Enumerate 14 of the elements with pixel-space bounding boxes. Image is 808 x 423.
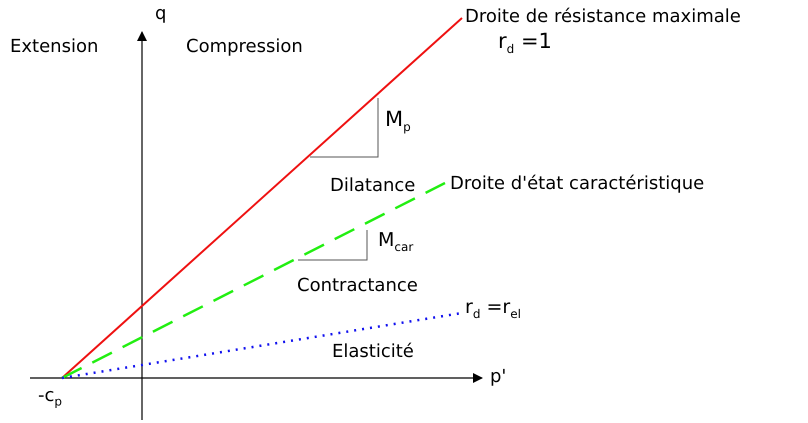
region-label: Contractance	[297, 276, 418, 296]
slope-label: M$_{p}$	[385, 108, 411, 134]
axis-label: q	[155, 4, 166, 24]
line-label: Droite de résistance maximale	[465, 7, 741, 27]
region-label: Dilatance	[330, 176, 416, 196]
region-label: Elasticité	[332, 342, 414, 362]
slope-label: M$_{car}$	[378, 230, 414, 254]
ratio-label: r$_{d}$ =1	[498, 30, 552, 56]
region-label: Extension	[10, 37, 98, 57]
ratio-label: r$_{d}$ =r$_{el}$	[465, 297, 521, 321]
line-label: Droite d'état caractéristique	[450, 174, 704, 194]
intercept-label: -c$_{p}$	[38, 386, 62, 409]
region-label: Compression	[186, 37, 303, 57]
axis-label: p'	[490, 367, 506, 387]
